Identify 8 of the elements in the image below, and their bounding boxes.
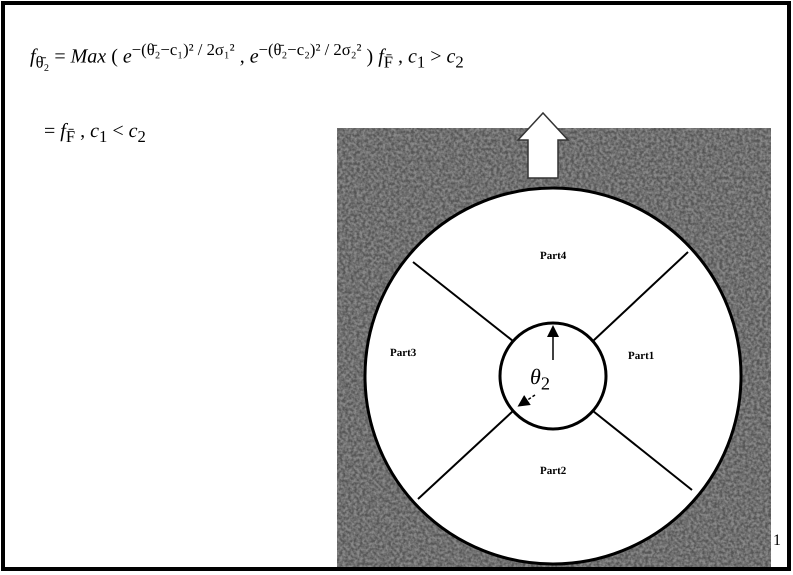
formula: = f$_{F̄}$ , c$_{1}$ < c$_{2}$ xyxy=(44,120,146,147)
part-label: Part4 xyxy=(540,250,566,262)
angle-symbol: θ$_{2}$ xyxy=(530,364,550,394)
page-number: 1 xyxy=(773,532,781,550)
part-label: Part1 xyxy=(628,350,654,362)
formula: f$_{θ̄₂}$ = Max ( e$^{−(θ̄₂−c₁)² / 2σ₁²}$ , e$^{−(θ̄₂−c₂)² / 2σ₂²}$ ) f$_{F̄}$ , c$_{1}$ > c$_{2}$ xyxy=(30,40,464,73)
part-label: Part3 xyxy=(390,347,416,359)
part-label: Part2 xyxy=(540,465,566,477)
